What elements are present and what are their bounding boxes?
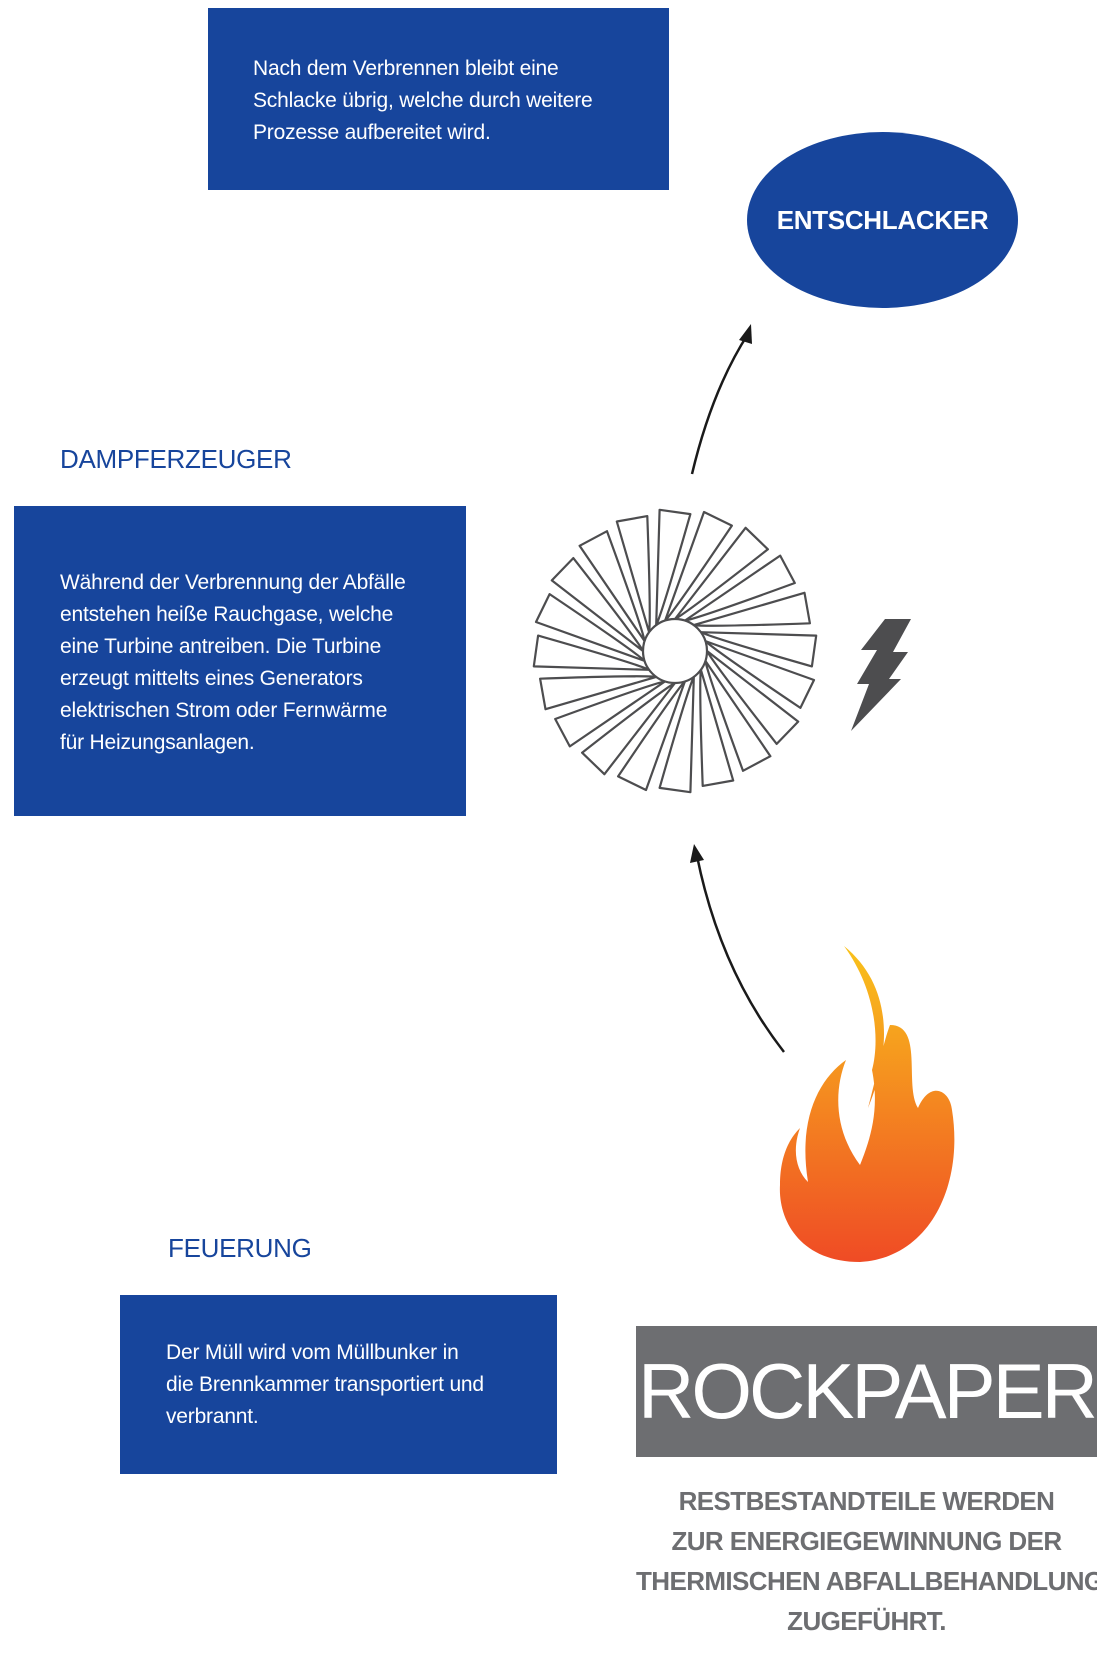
tagline-line: ZUGEFÜHRT.: [636, 1601, 1097, 1641]
lightning-bolt-icon: [851, 619, 911, 731]
tagline: RESTBESTANDTEILE WERDEN ZUR ENERGIEGEWIN…: [636, 1481, 1097, 1641]
rockpaper-logo: ROCKPAPER: [636, 1326, 1097, 1457]
turbine-icon: [534, 510, 816, 792]
arrow-up-icon: [692, 324, 752, 474]
flame-icon: [780, 946, 954, 1262]
turbine-hub: [643, 619, 707, 683]
tagline-line: THERMISCHEN ABFALLBEHANDLUNG: [636, 1561, 1097, 1601]
tagline-line: RESTBESTANDTEILE WERDEN: [636, 1481, 1097, 1521]
tagline-line: ZUR ENERGIEGEWINNUNG DER: [636, 1521, 1097, 1561]
arrow-up-icon: [690, 844, 784, 1052]
logo-text: ROCKPAPER: [638, 1346, 1095, 1437]
